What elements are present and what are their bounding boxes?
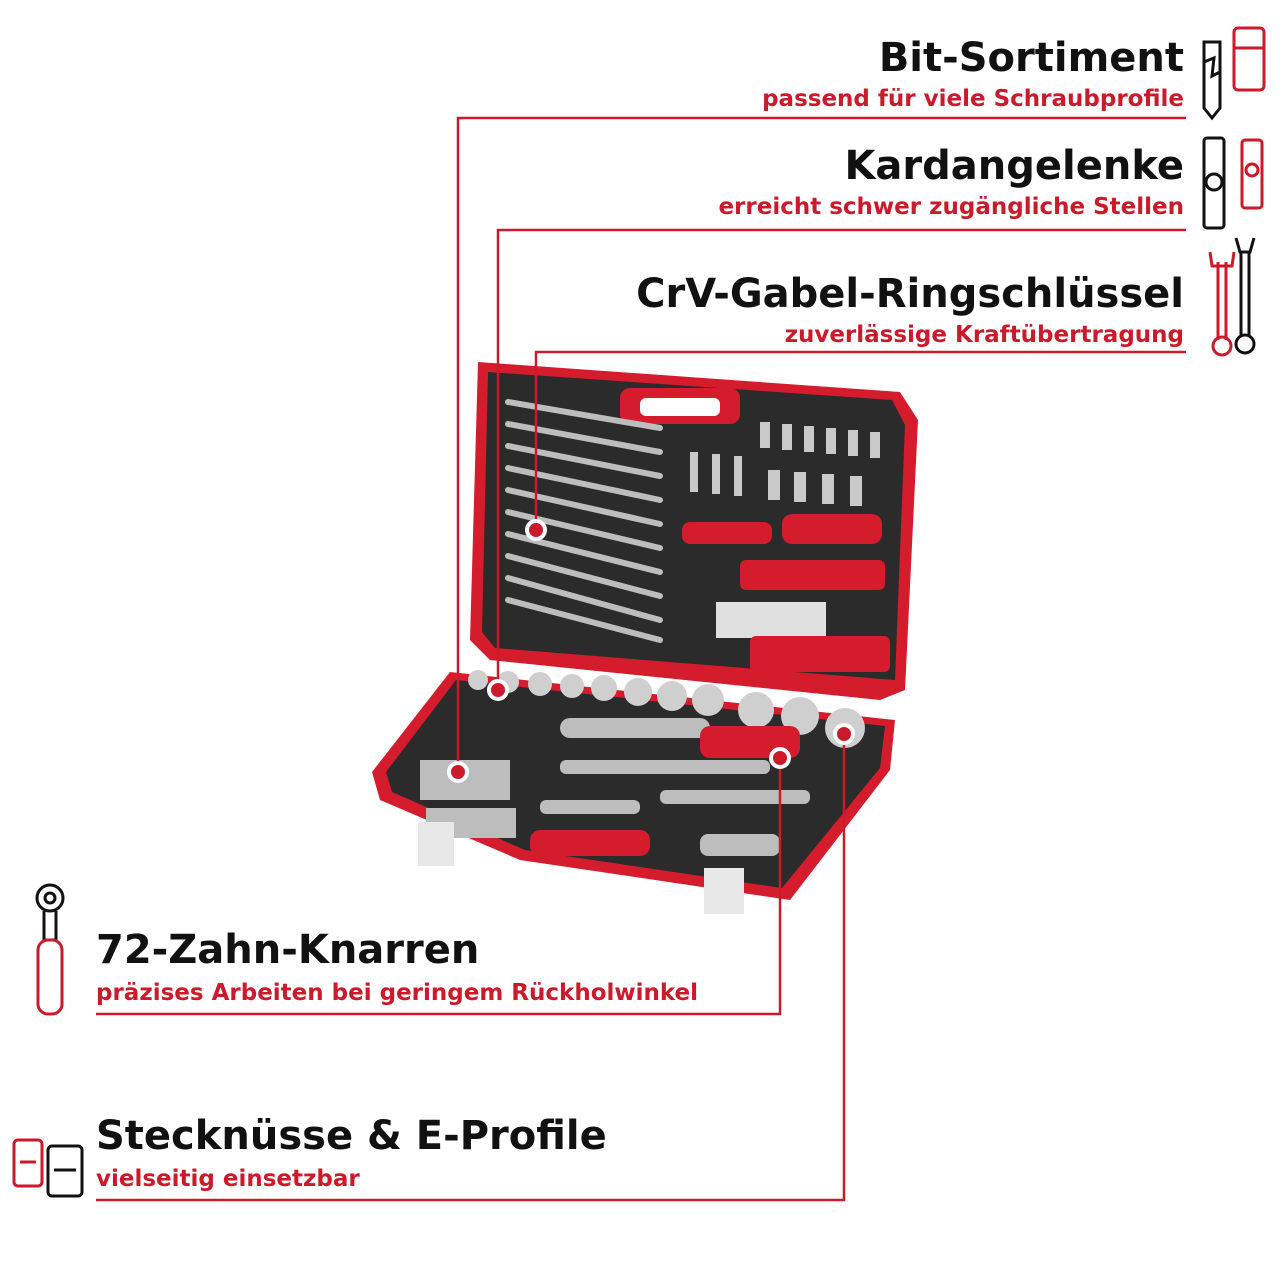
feature-title: Bit-Sortiment: [878, 35, 1184, 81]
feature-subtitle: erreicht schwer zugängliche Stellen: [718, 194, 1184, 220]
feature-bit-sortiment: Bit-Sortiment passend für viele Schraubp…: [762, 38, 1184, 111]
toolbox-lid: [470, 362, 918, 700]
toolbox-base: [372, 670, 895, 914]
leader-lines: [96, 116, 1186, 1202]
feature-title: CrV-Gabel-Ringschlüssel: [636, 271, 1184, 317]
feature-kardangelenke: Kardangelenke erreicht schwer zugänglich…: [718, 146, 1184, 219]
feature-subtitle: vielseitig einsetzbar: [96, 1166, 360, 1192]
universal-joint-icon: [1202, 136, 1264, 230]
leader-dot-kardan: [487, 679, 509, 701]
feature-subtitle: passend für viele Schraubprofile: [762, 86, 1184, 112]
leader-steck: [96, 734, 846, 1202]
leader-crv: [534, 350, 1186, 530]
bit-icon: [1202, 26, 1266, 121]
combination-wrench-icon: [1208, 237, 1256, 357]
feature-stecknuesse-e-profile: Stecknüsse & E-Profile vielseitig einset…: [96, 1116, 607, 1191]
feature-title: Stecknüsse & E-Profile: [96, 1113, 607, 1159]
leader-dot-steck: [833, 723, 855, 745]
feature-72-zahn-knarren: 72-Zahn-Knarren präzises Arbeiten bei ge…: [96, 930, 698, 1005]
feature-title: Kardangelenke: [844, 143, 1184, 189]
leader-kardan: [496, 228, 1186, 690]
ratchet-icon: [35, 883, 65, 1016]
socket-icon: [12, 1138, 84, 1198]
feature-subtitle: zuverlässige Kraftübertragung: [784, 322, 1184, 348]
leader-dot-knarre: [769, 747, 791, 769]
leader-bit: [456, 116, 1186, 772]
feature-subtitle: präzises Arbeiten bei geringem Rückholwi…: [96, 980, 699, 1006]
leader-knarre: [96, 758, 782, 1016]
leader-dots: [447, 519, 855, 783]
leader-dot-bit: [447, 761, 469, 783]
feature-title: 72-Zahn-Knarren: [96, 927, 480, 973]
leader-dot-crv: [525, 519, 547, 541]
feature-crv-gabel-ringschluessel: CrV-Gabel-Ringschlüssel zuverlässige Kra…: [636, 274, 1184, 347]
